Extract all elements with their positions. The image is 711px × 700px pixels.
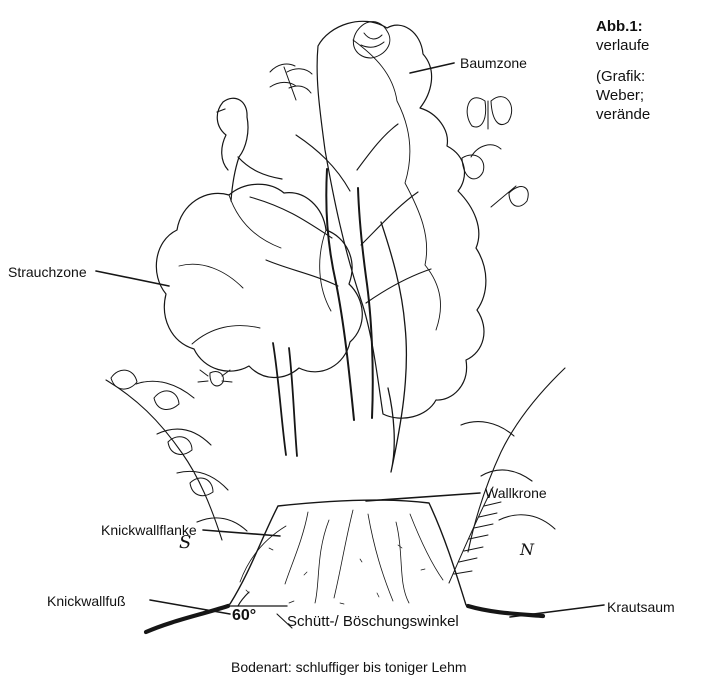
shrub-crown-outline <box>156 184 362 377</box>
tree-crown-rosette <box>353 22 389 58</box>
shrub-crown-lobe <box>179 195 331 344</box>
secondary-trunk <box>273 343 297 456</box>
caption-line-2: verlaufe <box>596 37 711 56</box>
herb-leaves-left <box>111 370 213 496</box>
label-bodenart: Bodenart: schluffiger bis toniger Lehm <box>231 660 467 674</box>
branches <box>250 124 431 303</box>
ground-line-left <box>146 606 228 632</box>
roots <box>240 510 443 603</box>
spider <box>198 370 232 386</box>
dragonfly <box>270 64 312 100</box>
pointer-knickwallflanke <box>203 530 280 536</box>
label-knickwallfuss: Knickwallfuß <box>47 594 126 608</box>
angle-value: 60° <box>232 608 256 624</box>
fern <box>449 487 501 583</box>
north-mark: N <box>520 542 534 558</box>
herb-layer-right <box>461 368 565 552</box>
label-wallkrone: Wallkrone <box>485 486 547 500</box>
angle-arc <box>238 592 249 606</box>
caption-line-4: Weber; <box>596 87 711 106</box>
pointer-krautsaum <box>510 605 604 617</box>
pointer-wallkrone <box>366 493 480 501</box>
label-baumzone: Baumzone <box>460 56 527 70</box>
pointer-baumzone <box>410 63 454 73</box>
figure-caption: Abb.1: verlaufe (Grafik: Weber; verände <box>596 18 711 125</box>
label-boeschungswinkel: Schütt-/ Böschungswinkel <box>287 614 459 629</box>
vine <box>381 222 406 472</box>
caption-line-5: verände <box>596 106 711 125</box>
wasp <box>462 145 528 207</box>
figure-number: Abb.1: <box>596 18 643 35</box>
caption-line-1: Abb.1: <box>596 18 711 37</box>
soil-speckles <box>246 545 425 604</box>
caption-line-3: (Grafik: <box>596 68 711 87</box>
main-trunk <box>326 169 372 420</box>
herb-layer-left <box>106 380 247 540</box>
south-mark: S <box>179 534 191 552</box>
label-krautsaum: Krautsaum <box>607 600 675 614</box>
label-strauchzone: Strauchzone <box>8 265 87 279</box>
caption-gap <box>596 56 711 68</box>
tree-crown-inner <box>353 40 441 330</box>
butterfly <box>467 97 512 129</box>
